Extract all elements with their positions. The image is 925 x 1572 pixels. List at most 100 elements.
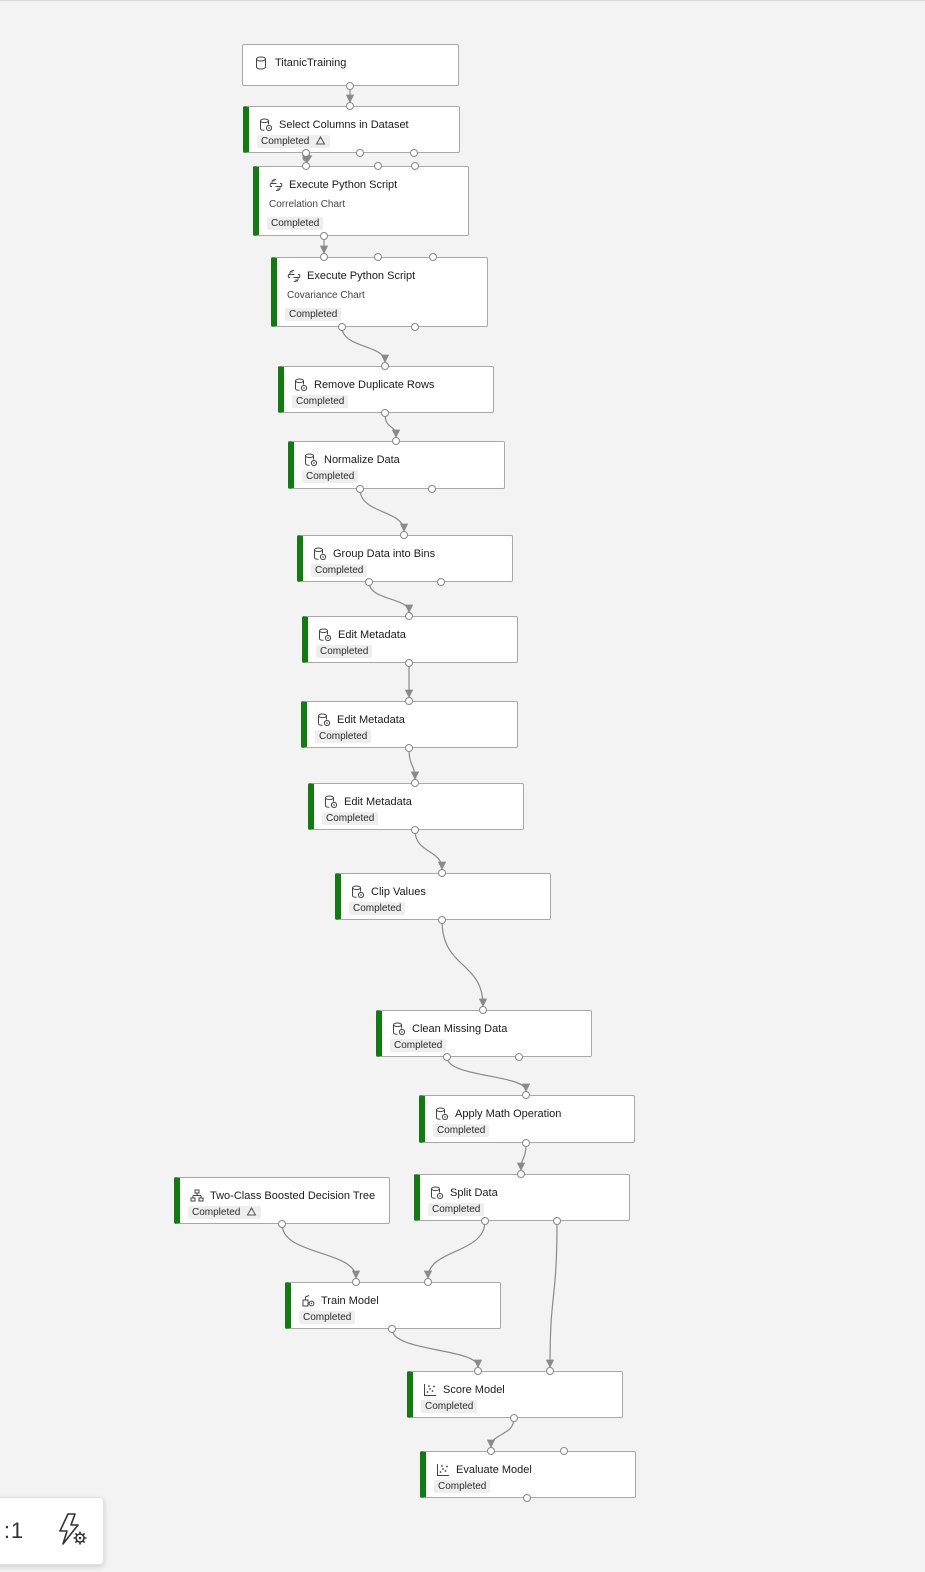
status-badge: Completed bbox=[292, 395, 349, 408]
module-icon bbox=[435, 1107, 449, 1121]
output-port[interactable] bbox=[510, 1414, 518, 1422]
auto-layout-button[interactable] bbox=[53, 1512, 91, 1550]
fit-to-screen-button[interactable]: :1 bbox=[3, 1518, 25, 1543]
output-port[interactable] bbox=[346, 82, 354, 90]
output-port[interactable] bbox=[481, 1217, 489, 1225]
input-port[interactable] bbox=[429, 253, 437, 261]
output-port[interactable] bbox=[515, 1053, 523, 1061]
module-icon bbox=[351, 885, 365, 899]
output-port[interactable] bbox=[522, 1139, 530, 1147]
input-port[interactable] bbox=[560, 1447, 568, 1455]
connection-edge[interactable] bbox=[441, 919, 488, 1008]
node-two-class-boosted-decision-tree[interactable]: Two-Class Boosted Decision Tree Complete… bbox=[174, 1177, 390, 1224]
connection-edge[interactable] bbox=[341, 326, 390, 364]
node-group-data-into-bins[interactable]: Group Data into Bins Completed bbox=[297, 535, 513, 582]
output-port[interactable] bbox=[338, 323, 346, 331]
output-port[interactable] bbox=[523, 1494, 531, 1502]
connection-edge[interactable] bbox=[391, 1328, 483, 1369]
input-port[interactable] bbox=[411, 162, 419, 170]
node-normalize-data[interactable]: Normalize Data Completed bbox=[288, 441, 505, 489]
output-port[interactable] bbox=[388, 1325, 396, 1333]
output-port[interactable] bbox=[553, 1217, 561, 1225]
node-edit-metadata-1[interactable]: Edit Metadata Completed bbox=[302, 616, 518, 663]
input-port[interactable] bbox=[474, 1367, 482, 1375]
input-port[interactable] bbox=[374, 162, 382, 170]
node-score-model[interactable]: Score Model Completed bbox=[407, 1371, 623, 1418]
node-evaluate-model[interactable]: Evaluate Model Completed bbox=[420, 1451, 636, 1498]
node-apply-math-operation[interactable]: Apply Math Operation Completed bbox=[419, 1095, 635, 1143]
node-edit-metadata-2[interactable]: Edit Metadata Completed bbox=[301, 701, 518, 748]
connection-edge[interactable] bbox=[486, 1417, 515, 1449]
output-port[interactable] bbox=[410, 149, 418, 157]
node-execute-python-correlation[interactable]: Execute Python Script Correlation Chart … bbox=[253, 166, 469, 236]
input-port[interactable] bbox=[320, 253, 328, 261]
input-port[interactable] bbox=[381, 362, 389, 370]
input-port[interactable] bbox=[346, 102, 354, 110]
connection-edge[interactable] bbox=[545, 1220, 558, 1369]
input-port[interactable] bbox=[522, 1091, 530, 1099]
node-title: Edit Metadata bbox=[337, 714, 405, 726]
canvas-toolbar: :1 bbox=[0, 1497, 104, 1565]
status-badge: Completed bbox=[315, 730, 372, 743]
node-clean-missing-data[interactable]: Clean Missing Data Completed bbox=[376, 1010, 592, 1057]
output-port[interactable] bbox=[365, 578, 373, 586]
input-port[interactable] bbox=[400, 531, 408, 539]
module-icon bbox=[430, 1186, 444, 1200]
connection-edge[interactable] bbox=[414, 829, 447, 871]
input-port[interactable] bbox=[392, 437, 400, 445]
node-clip-values[interactable]: Clip Values Completed bbox=[335, 873, 551, 920]
output-port[interactable] bbox=[278, 1220, 286, 1228]
output-port[interactable] bbox=[405, 744, 413, 752]
tree-icon bbox=[190, 1189, 204, 1203]
input-port[interactable] bbox=[546, 1367, 554, 1375]
output-port[interactable] bbox=[320, 232, 328, 240]
input-port[interactable] bbox=[405, 612, 413, 620]
input-port[interactable] bbox=[479, 1006, 487, 1014]
node-title: Clean Missing Data bbox=[412, 1023, 508, 1035]
output-port[interactable] bbox=[411, 323, 419, 331]
node-split-data[interactable]: Split Data Completed bbox=[414, 1174, 630, 1221]
input-port[interactable] bbox=[302, 162, 310, 170]
input-port[interactable] bbox=[517, 1170, 525, 1178]
connection-edge[interactable] bbox=[516, 1142, 527, 1172]
connection-edge[interactable] bbox=[359, 488, 409, 533]
output-port[interactable] bbox=[428, 485, 436, 493]
input-port[interactable] bbox=[374, 253, 382, 261]
input-port[interactable] bbox=[424, 1278, 432, 1286]
node-edit-metadata-3[interactable]: Edit Metadata Completed bbox=[308, 783, 524, 830]
input-port[interactable] bbox=[411, 779, 419, 787]
input-port[interactable] bbox=[487, 1447, 495, 1455]
input-port[interactable] bbox=[405, 697, 413, 705]
connection-edge[interactable] bbox=[446, 1056, 531, 1093]
output-port[interactable] bbox=[302, 149, 310, 157]
output-port[interactable] bbox=[443, 1053, 451, 1061]
lightning-gear-icon bbox=[56, 1512, 88, 1551]
input-port[interactable] bbox=[352, 1278, 360, 1286]
output-port[interactable] bbox=[405, 659, 413, 667]
connection-edge[interactable] bbox=[368, 581, 414, 614]
connection-edge[interactable] bbox=[281, 1223, 361, 1280]
node-train-model[interactable]: Train Model Completed bbox=[285, 1282, 501, 1329]
scatter-icon bbox=[423, 1383, 437, 1397]
node-titanic-training[interactable]: TitanicTraining bbox=[242, 44, 459, 86]
module-icon bbox=[392, 1022, 406, 1036]
connection-edge[interactable] bbox=[423, 1220, 486, 1280]
status-badge: Completed bbox=[349, 902, 406, 915]
status-badge: Completed bbox=[188, 1206, 262, 1219]
node-execute-python-covariance[interactable]: Execute Python Script Covariance Chart C… bbox=[271, 257, 488, 327]
train-icon bbox=[301, 1294, 315, 1308]
connection-edge[interactable] bbox=[408, 747, 420, 781]
output-port[interactable] bbox=[411, 826, 419, 834]
node-remove-duplicate-rows[interactable]: Remove Duplicate Rows Completed bbox=[278, 366, 494, 413]
output-port[interactable] bbox=[437, 578, 445, 586]
node-select-columns[interactable]: Select Columns in Dataset Completed bbox=[243, 106, 460, 153]
input-port[interactable] bbox=[438, 869, 446, 877]
output-port[interactable] bbox=[438, 916, 446, 924]
output-port[interactable] bbox=[356, 149, 364, 157]
output-port[interactable] bbox=[381, 409, 389, 417]
output-port[interactable] bbox=[356, 485, 364, 493]
node-title: Remove Duplicate Rows bbox=[314, 379, 435, 391]
node-title: Split Data bbox=[450, 1187, 498, 1199]
node-title: Execute Python Script bbox=[289, 179, 398, 191]
